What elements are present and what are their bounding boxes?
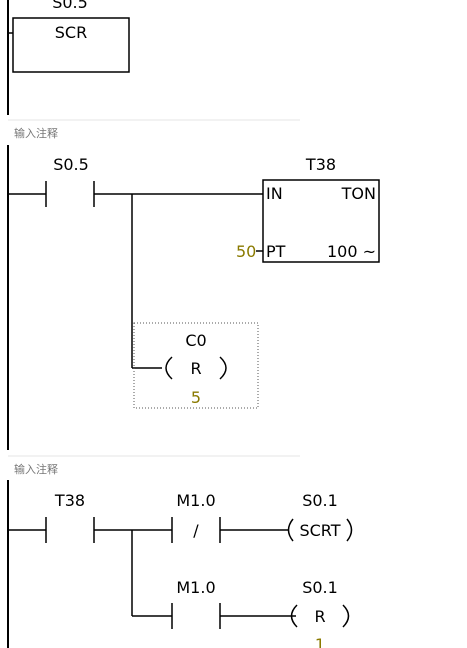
ton-timer-box[interactable]: [262, 179, 380, 263]
scrt-coil-operand: S0.1: [302, 491, 338, 510]
normally-open-contact[interactable]: [8, 517, 95, 543]
timer-in-label: IN: [266, 184, 283, 203]
reset-coil[interactable]: [290, 604, 350, 628]
timer-pt-value[interactable]: 50: [236, 242, 256, 261]
timer-type-label: TON: [341, 184, 376, 203]
nc-contact-label: M1.0: [176, 491, 215, 510]
reset-coil-count[interactable]: 5: [191, 388, 201, 407]
normally-open-contact[interactable]: [171, 603, 221, 629]
reset-coil-operand: S0.1: [302, 578, 338, 597]
scr-box[interactable]: [12, 17, 130, 73]
selection-box[interactable]: [133, 322, 259, 409]
scr-box-label: SCR: [55, 23, 87, 42]
network-3[interactable]: 输入注释 T38 M1.0 / S0.1 SCRT M1.0: [8, 462, 353, 648]
timer-pt-label: PT: [266, 242, 286, 261]
scrt-coil-label: SCRT: [299, 521, 340, 540]
reset-coil-letter: R: [314, 607, 325, 626]
timer-name: T38: [305, 155, 336, 174]
nc-contact-slash: /: [193, 521, 199, 540]
reset-coil-operand: C0: [185, 331, 206, 350]
reset-coil-count[interactable]: 1: [315, 635, 325, 648]
contact-label: T38: [54, 491, 85, 510]
no-contact-label: M1.0: [176, 578, 215, 597]
scr-contact-label: S0.5: [52, 0, 88, 12]
normally-open-contact[interactable]: [8, 181, 95, 207]
network-comment[interactable]: 输入注释: [14, 462, 58, 476]
reset-coil-letter: R: [190, 359, 201, 378]
reset-coil[interactable]: [165, 356, 227, 380]
contact-label: S0.5: [53, 155, 89, 174]
network-1[interactable]: S0.5 SCR: [8, 0, 130, 73]
network-comment[interactable]: 输入注释: [14, 126, 58, 140]
network-2[interactable]: 输入注释 S0.5 T38 IN TON 50 PT 100 ~ C0 R 5: [8, 126, 380, 409]
scrt-coil[interactable]: [287, 518, 353, 542]
timer-resolution: 100 ~: [327, 242, 376, 261]
